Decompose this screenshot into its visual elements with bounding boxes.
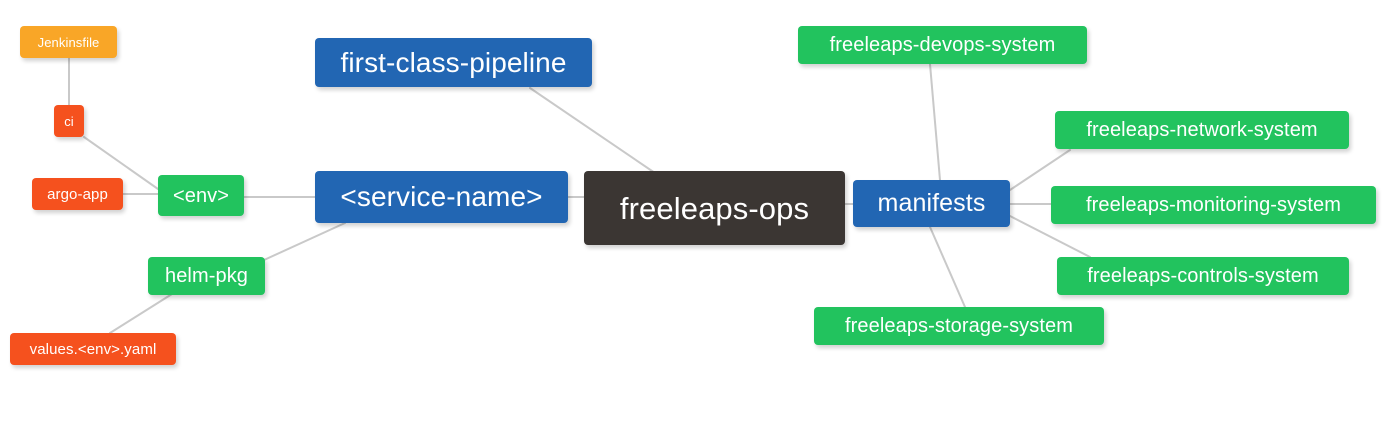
node-env[interactable]: <env>: [158, 175, 244, 216]
node-label-values-env-yaml: values.<env>.yaml: [29, 340, 157, 358]
node-manifests[interactable]: manifests: [853, 180, 1010, 227]
node-label-freeleaps-storage-system: freeleaps-storage-system: [844, 315, 1074, 337]
edge-manifests-devops: [929, 63, 941, 181]
edge-manifests-network: [1009, 149, 1071, 191]
node-values-env-yaml[interactable]: values.<env>.yaml: [10, 333, 176, 365]
node-freeleaps-monitoring-system[interactable]: freeleaps-monitoring-system: [1051, 186, 1376, 224]
node-argo-app[interactable]: argo-app: [32, 178, 123, 210]
node-label-helm-pkg: helm-pkg: [164, 265, 249, 287]
node-label-env: <env>: [172, 184, 230, 207]
node-label-freeleaps-monitoring-system: freeleaps-monitoring-system: [1085, 194, 1341, 216]
node-label-jenkinsfile: Jenkinsfile: [37, 34, 100, 50]
node-label-first-class-pipeline: first-class-pipeline: [340, 46, 567, 78]
node-root[interactable]: freeleaps-ops: [584, 171, 845, 245]
node-freeleaps-network-system[interactable]: freeleaps-network-system: [1055, 111, 1349, 149]
node-service-name[interactable]: <service-name>: [315, 171, 568, 223]
node-freeleaps-controls-system[interactable]: freeleaps-controls-system: [1057, 257, 1349, 295]
node-label-manifests: manifests: [877, 189, 986, 217]
node-label-freeleaps-controls-system: freeleaps-controls-system: [1087, 265, 1319, 287]
node-label-root: freeleaps-ops: [619, 190, 810, 226]
edge-service-helm: [263, 222, 346, 261]
node-ci[interactable]: ci: [54, 105, 84, 137]
node-first-class-pipeline[interactable]: first-class-pipeline: [315, 38, 592, 87]
node-freeleaps-storage-system[interactable]: freeleaps-storage-system: [814, 307, 1104, 345]
edge-helm-values: [109, 293, 173, 334]
edge-manifests-storage: [929, 226, 966, 308]
node-label-argo-app: argo-app: [47, 185, 108, 203]
node-freeleaps-devops-system[interactable]: freeleaps-devops-system: [798, 26, 1087, 64]
edge-root-first-class: [529, 87, 656, 174]
node-label-freeleaps-network-system: freeleaps-network-system: [1086, 119, 1318, 141]
node-helm-pkg[interactable]: helm-pkg: [148, 257, 265, 295]
node-label-service-name: <service-name>: [340, 181, 543, 212]
node-jenkinsfile[interactable]: Jenkinsfile: [20, 26, 117, 58]
node-label-freeleaps-devops-system: freeleaps-devops-system: [829, 34, 1056, 56]
node-label-ci: ci: [64, 113, 74, 129]
